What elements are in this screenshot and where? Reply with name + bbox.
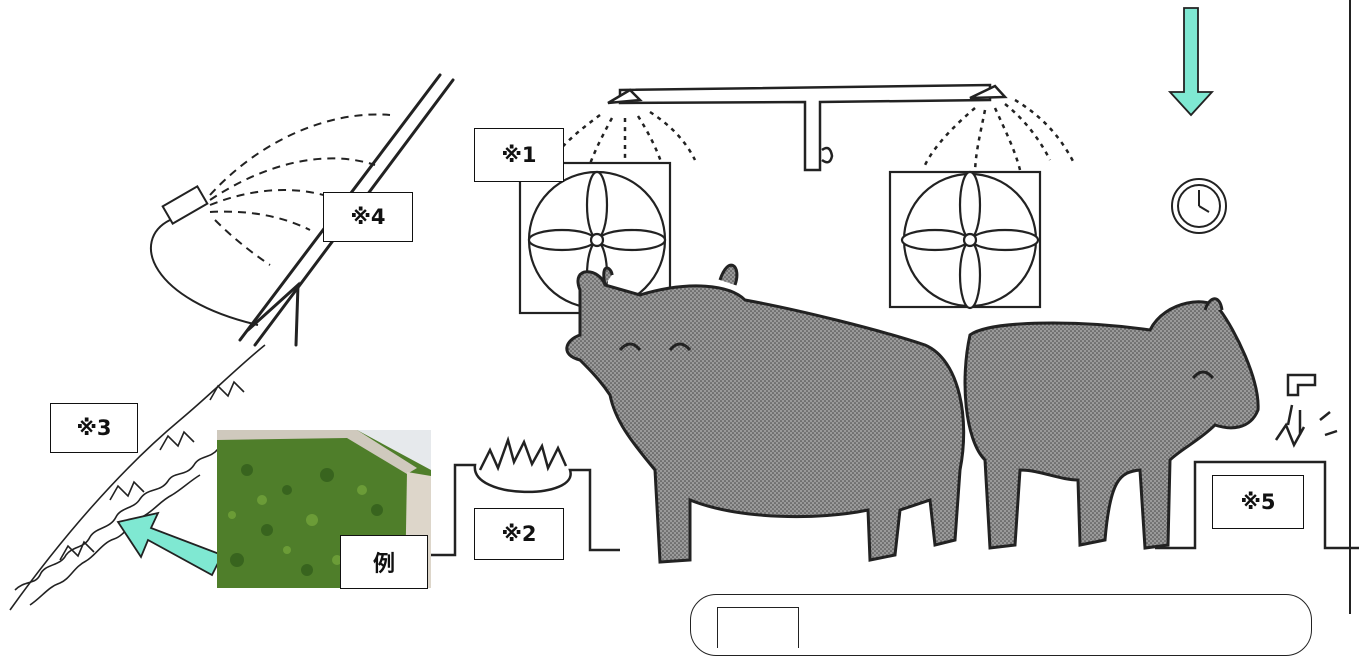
page-border <box>1349 0 1351 614</box>
roof-sprinkler-icon <box>150 113 391 326</box>
wall-clock-icon <box>1171 178 1227 234</box>
right-cow <box>963 297 1260 550</box>
note-1-label: ※1 <box>474 128 564 182</box>
barn-illustration <box>9 7 1359 611</box>
green-curtain-photo <box>217 430 431 588</box>
water-faucet-icon <box>1155 373 1359 550</box>
mist-pipe <box>543 83 1077 186</box>
hay-feeder-icon <box>430 435 620 557</box>
note-box <box>690 594 1312 656</box>
left-fan-icon <box>518 161 672 315</box>
left-cow <box>565 263 966 564</box>
note-box-tab <box>717 607 799 648</box>
pointer-arrow-icon <box>116 511 224 577</box>
note-3-label: ※3 <box>50 403 138 453</box>
example-label: 例 <box>340 535 428 589</box>
note-2-label: ※2 <box>474 508 564 560</box>
note-4-label: ※4 <box>323 192 413 242</box>
right-fan-icon <box>888 170 1042 310</box>
down-arrow-icon <box>1167 7 1215 117</box>
vine-curtain <box>9 344 266 611</box>
note-5-label: ※5 <box>1212 475 1304 529</box>
